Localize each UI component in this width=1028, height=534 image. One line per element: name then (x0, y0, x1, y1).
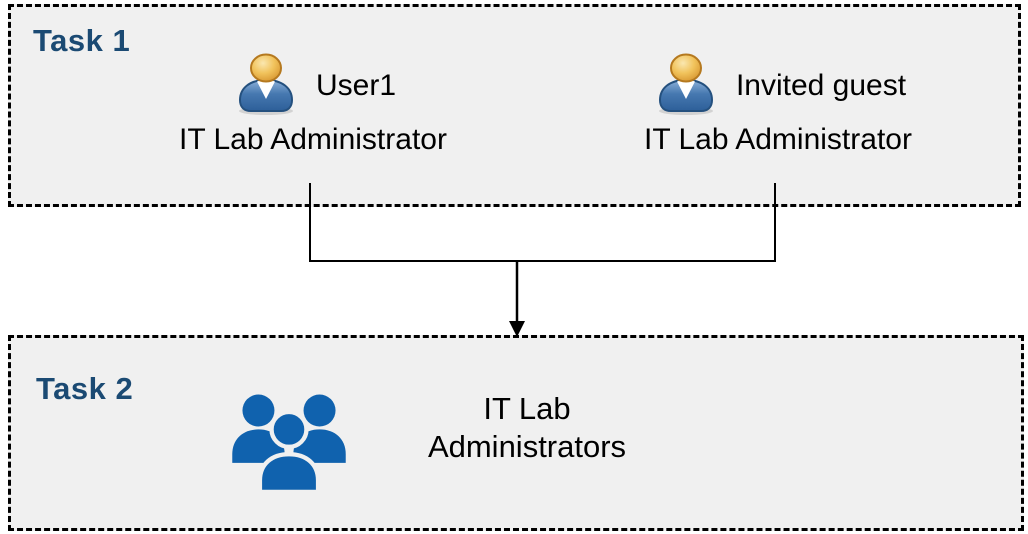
group-name-line1: IT Lab (483, 391, 571, 426)
persona-invited-guest-row: Invited guest (650, 53, 906, 119)
task1-title: Task 1 (33, 23, 131, 58)
task1-box: Task 1 (8, 4, 1021, 207)
person-icon (230, 52, 302, 121)
persona-user1-row: User1 (230, 53, 396, 119)
persona-role: IT Lab Administrator (644, 123, 912, 156)
persona-name: User1 (315, 69, 397, 102)
group-name-line2: Administrators (427, 429, 627, 464)
persona-user1: User1 IT Lab Administrator (93, 53, 533, 157)
task2-box: Task 2 IT Lab Administrators (8, 335, 1024, 531)
persona-invited-guest: Invited guest IT Lab Administrator (558, 53, 998, 157)
persona-role: IT Lab Administrator (179, 123, 447, 156)
person-icon (650, 52, 722, 121)
group-icon (225, 390, 353, 500)
persona-name: Invited guest (735, 69, 907, 102)
task2-title: Task 2 (36, 371, 134, 406)
group-name: IT Lab Administrators (362, 390, 692, 466)
